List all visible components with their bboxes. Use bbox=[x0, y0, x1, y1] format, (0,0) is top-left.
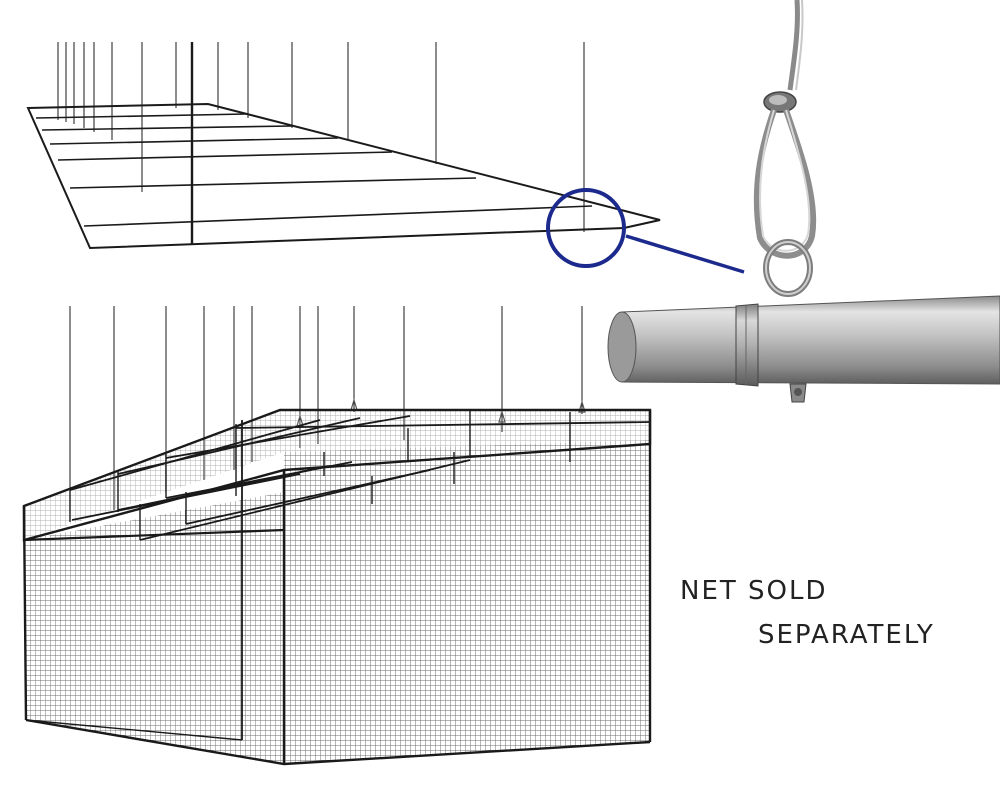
frame-top-view bbox=[26, 42, 661, 250]
detail-callout bbox=[546, 188, 745, 274]
top-view-cross-members bbox=[35, 113, 593, 227]
top-view-outline bbox=[26, 102, 661, 250]
cage-3d-view bbox=[22, 306, 652, 766]
caption-line-1: NET SOLD bbox=[680, 576, 828, 606]
callout-circle bbox=[546, 188, 626, 268]
callout-pointer bbox=[625, 234, 745, 274]
caption-line-2: SEPARATELY bbox=[758, 620, 935, 650]
cable-hook-on-pipe-icon bbox=[607, 0, 1000, 403]
cage-frame bbox=[22, 408, 652, 766]
net-panels bbox=[24, 410, 650, 764]
top-view-cables bbox=[57, 42, 585, 232]
